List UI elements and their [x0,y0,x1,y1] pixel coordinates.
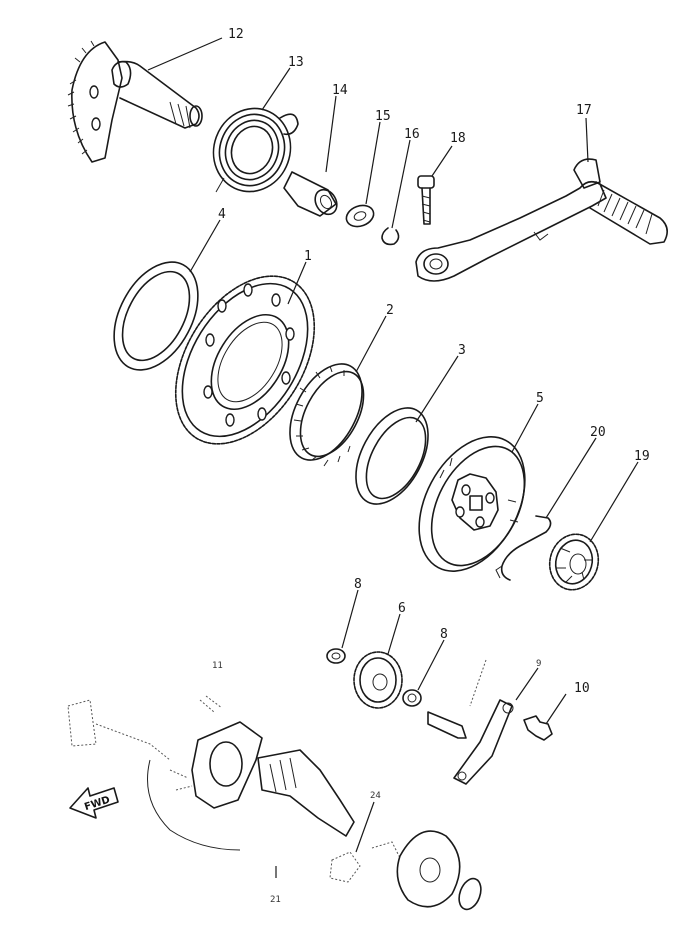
lever-arm-part [453,699,514,785]
kick-crank-part [415,158,668,282]
small-pin-part [427,659,487,739]
callout-21: 21 [270,895,281,905]
plain-ring-part [355,407,429,505]
callout-12: 12 [228,27,244,42]
callout-9: 9 [536,659,541,669]
callout-5: 5 [536,391,544,406]
lower-washer-right-part [402,689,422,707]
large-gear-part [174,275,316,445]
callout-4: 4 [218,207,226,222]
callout-17: 17 [576,103,592,118]
bolt-part [417,175,435,225]
callout-15: 15 [375,109,391,124]
faded-lower-assembly [67,695,482,911]
callout-13: 13 [288,55,304,70]
pin-bolt-part [523,715,553,741]
idler-gear-part [353,651,403,709]
callout-16: 16 [404,127,420,142]
callout-1: 1 [304,249,312,264]
clutch-plate-part [418,436,526,572]
torsion-spring-part [212,107,299,193]
callout-8a: 8 [354,577,362,592]
callout-24: 24 [370,791,381,801]
small-pinion-part [548,533,600,591]
ring-washer-part [113,261,199,371]
callout-2: 2 [386,303,394,318]
lower-washer-left-part [326,648,346,664]
callout-8b: 8 [440,627,448,642]
fwd-arrow-icon: FWD [69,787,119,819]
washer-part [345,204,375,228]
needle-bearing-part [289,363,365,467]
callout-labels: 12 13 14 15 16 18 17 4 1 2 3 5 20 19 8 6… [212,27,650,905]
callout-3: 3 [458,343,466,358]
callout-20: 20 [590,425,606,440]
fwd-label: FWD [83,795,111,814]
callout-6: 6 [398,601,406,616]
spring-clip-part [495,515,552,581]
callout-18: 18 [450,131,466,146]
callout-14: 14 [332,83,348,98]
spacer-collar-part [283,171,338,217]
callout-19: 19 [634,449,650,464]
kick-shaft-part [67,40,203,163]
circlip-part [381,227,400,246]
leader-lines [147,37,639,878]
callout-11: 11 [212,661,223,671]
callout-10: 10 [574,681,590,696]
